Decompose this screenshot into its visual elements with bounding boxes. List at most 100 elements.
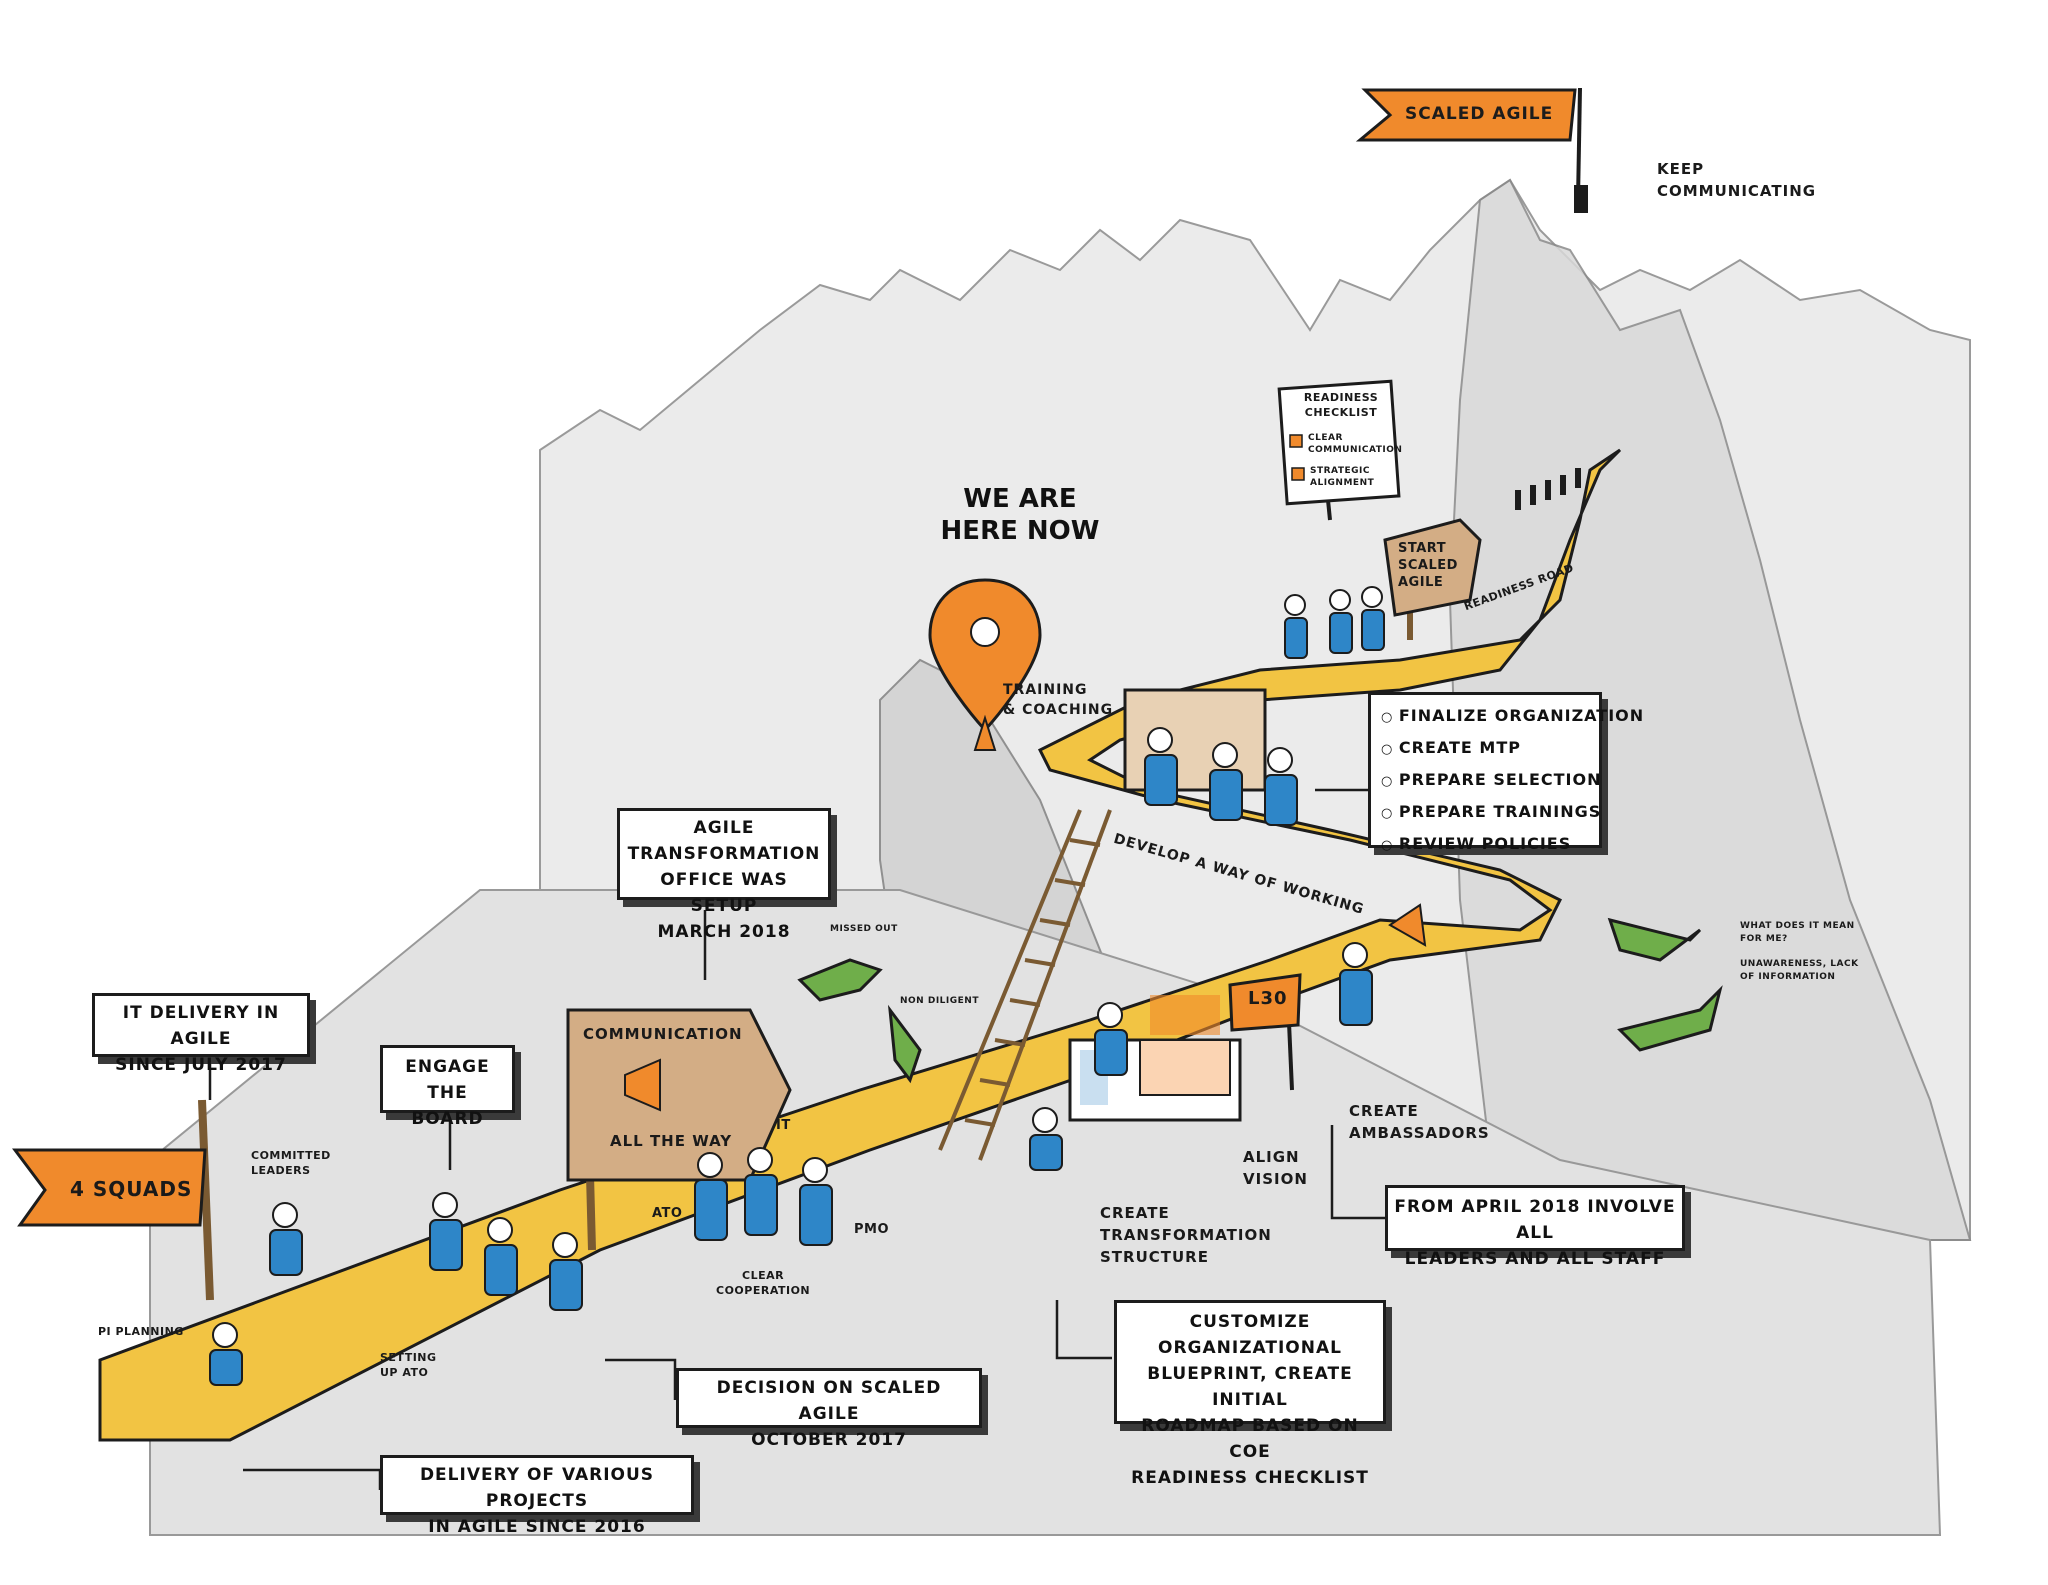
communication-sign-title: COMMUNICATION [583,1025,743,1043]
checklist-item-1: CLEAR COMMUNICATION [1308,432,1402,456]
training-line-2: & COACHING [1003,702,1114,718]
checklist-item-2: STRATEGIC ALIGNMENT [1310,465,1374,489]
list-item: PREPARE SELECTION [1381,765,1601,797]
checklist-title-2: CHECKLIST [1304,406,1378,419]
customize-line-4: READINESS CHECKLIST [1131,1468,1369,1488]
summit-flag [1355,87,1588,213]
create-ambassadors-line-1: CREATE [1349,1102,1419,1120]
customize-box: CUSTOMIZE ORGANIZATIONAL BLUEPRINT, CREA… [1114,1300,1386,1488]
what-mean-label: WHAT DOES IT MEAN FOR ME? [1740,920,1855,946]
keep-communicating-label: KEEP COMMUNICATING [1657,158,1816,202]
delivery-projects-line-2: IN AGILE SINCE 2016 [428,1517,646,1537]
checklist-item-2-line-1: STRATEGIC [1310,466,1370,476]
align-vision-line-2: VISION [1243,1170,1308,1188]
people-figures [209,586,1385,1386]
checklist-item-1-line-1: CLEAR [1308,433,1343,443]
it-delivery-line-2: SINCE JULY 2017 [115,1055,287,1075]
decision-line-1: DECISION ON SCALED AGILE [716,1378,942,1424]
april-line-2: LEADERS AND ALL STAFF [1404,1249,1666,1269]
it-label: IT [776,1118,791,1133]
april-box: FROM APRIL 2018 INVOLVE ALL LEADERS AND … [1385,1185,1685,1269]
leader-lines [208,788,1385,1490]
create-transformation-line-2: TRANSFORMATION [1100,1226,1272,1244]
clear-coop-line-2: COOPERATION [716,1284,811,1297]
start-line-3: AGILE [1398,575,1444,590]
keep-communicating-line-1: KEEP [1657,160,1705,178]
clear-cooperation-label: CLEAR COOPERATION [716,1268,810,1298]
delivery-projects-line-1: DELIVERY OF VARIOUS PROJECTS [419,1465,655,1511]
training-label: TRAINING & COACHING [1003,680,1113,720]
engage-board-box: ENGAGE THE BOARD [380,1045,515,1129]
checklist-text: READINESS CHECKLIST [1296,390,1386,420]
list-item: REVIEW POLICIES [1381,829,1589,861]
unawareness-label: UNAWARENESS, LACK OF INFORMATION [1740,958,1859,984]
align-vision-line-1: ALIGN [1243,1148,1300,1166]
megaphone-icon [1388,903,1427,947]
april-line-1: FROM APRIL 2018 INVOLVE ALL [1394,1197,1676,1243]
engage-board-line-2: BOARD [411,1109,484,1129]
customize-line-2: BLUEPRINT, CREATE INITIAL [1147,1364,1353,1410]
create-ambassadors-label: CREATE AMBASSADORS [1349,1100,1490,1144]
communication-sign [566,1008,792,1251]
clear-coop-line-1: CLEAR [742,1269,785,1282]
summit-flag-text: Scaled Agile [1405,104,1554,124]
create-transformation-line-3: STRUCTURE [1100,1248,1209,1266]
list-item: PREPARE TRAININGS [1381,797,1600,829]
pmo-label: PMO [854,1222,890,1237]
action-list-box: FINALIZE ORGANIZATION CREATE MTP PREPARE… [1368,692,1643,853]
setting-up-line-2: UP ATO [380,1366,429,1379]
committed-line-1: COMMITTED [251,1149,331,1162]
checklist-item-2-line-2: ALIGNMENT [1310,478,1375,488]
what-mean-line-1: WHAT DOES IT MEAN [1740,921,1855,931]
start-flag-text: 4 SQUADS [70,1177,193,1201]
here-line-1: WE ARE [963,484,1077,514]
setting-up-line-1: SETTING [380,1351,437,1364]
here-line-2: HERE NOW [940,516,1100,546]
start-flag [12,1099,214,1301]
training-line-1: TRAINING [1003,682,1088,698]
it-delivery-box: IT DELIVERY IN AGILE SINCE JULY 2017 [92,993,310,1075]
l30-sign [1228,973,1302,1091]
list-item: CREATE MTP [1381,733,1589,765]
readiness-checklist-card [1277,379,1401,521]
engage-board-line-1: ENGAGE THE [405,1057,490,1103]
checklist-title-1: READINESS [1303,391,1379,404]
start-line-2: SCALED [1398,558,1458,573]
ato-setup-box: AGILE TRANSFORMATION OFFICE WAS SETUP MA… [617,808,831,942]
communication-sign-subtitle: ALL THE WAY [610,1132,733,1150]
missed-out-label: MISSED OUT [830,924,898,934]
unawareness-line-1: UNAWARENESS, LACK [1740,959,1859,969]
decision-box: DECISION ON SCALED AGILE OCTOBER 2017 [676,1368,982,1450]
committed-leaders-label: COMMITTED LEADERS [251,1148,331,1178]
ato-setup-line-1: AGILE TRANSFORMATION [627,818,821,864]
customize-line-1: CUSTOMIZE ORGANIZATIONAL [1158,1312,1342,1358]
committed-line-2: LEADERS [251,1164,311,1177]
ato-label: ATO [652,1206,683,1221]
unawareness-line-2: OF INFORMATION [1740,972,1836,982]
l30-sign-text: L30 [1248,988,1288,1009]
customize-line-3: ROADMAP BASED ON CoE [1141,1416,1359,1462]
keep-communicating-line-2: COMMUNICATING [1657,182,1817,200]
ato-setup-line-2: OFFICE WAS SETUP [660,870,788,916]
decision-line-2: OCTOBER 2017 [751,1430,907,1450]
checklist-item-1-line-2: COMMUNICATION [1308,445,1403,455]
ato-setup-line-3: MARCH 2018 [657,922,791,942]
setting-up-ato-label: SETTING UP ATO [380,1350,437,1380]
delivery-projects-box: DELIVERY OF VARIOUS PROJECTS IN AGILE SI… [380,1455,694,1537]
pi-planning-label: PI PLANNING [98,1325,184,1338]
create-transformation-label: CREATE TRANSFORMATION STRUCTURE [1100,1202,1272,1268]
hikers-silhouettes [1515,468,1581,510]
non-diligent-label: NON DILIGENT [900,996,979,1006]
start-line-1: START [1398,541,1447,556]
we-are-here-now: WE ARE HERE NOW [905,483,1135,547]
start-scaled-agile-sign-text: START SCALED AGILE [1398,540,1458,591]
it-delivery-line-1: IT DELIVERY IN AGILE [122,1003,280,1049]
list-item: FINALIZE ORGANIZATION [1381,701,1643,733]
crocodiles [797,917,1723,1084]
rope-bridge [938,809,1112,1161]
align-vision-label: ALIGN VISION [1243,1146,1308,1190]
create-ambassadors-line-2: AMBASSADORS [1349,1124,1490,1142]
create-transformation-line-1: CREATE [1100,1204,1170,1222]
traffic-cone-icon [973,714,997,751]
